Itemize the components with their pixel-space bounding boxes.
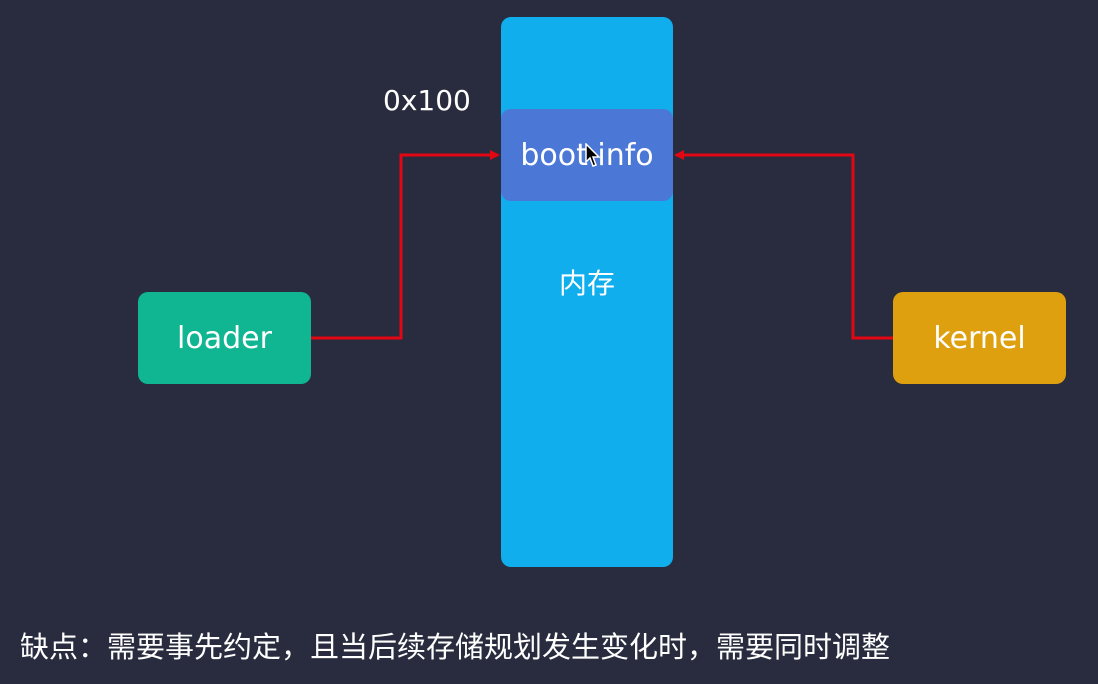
kernel-label: kernel (933, 320, 1026, 356)
loader-label: loader (177, 320, 272, 356)
mouse-cursor-icon (585, 143, 601, 167)
kernel-to-boot-info-arrow (674, 150, 893, 340)
loader-box: loader (138, 292, 311, 384)
memory-label: 内存 (558, 267, 615, 300)
kernel-box: kernel (893, 292, 1066, 384)
memory-block (501, 17, 673, 567)
caption-text: 缺点：需要事先约定，且当后续存储规划发生变化时，需要同时调整 (20, 630, 891, 664)
address-label: 0x100 (383, 84, 471, 117)
loader-to-boot-info-arrow (311, 150, 500, 340)
